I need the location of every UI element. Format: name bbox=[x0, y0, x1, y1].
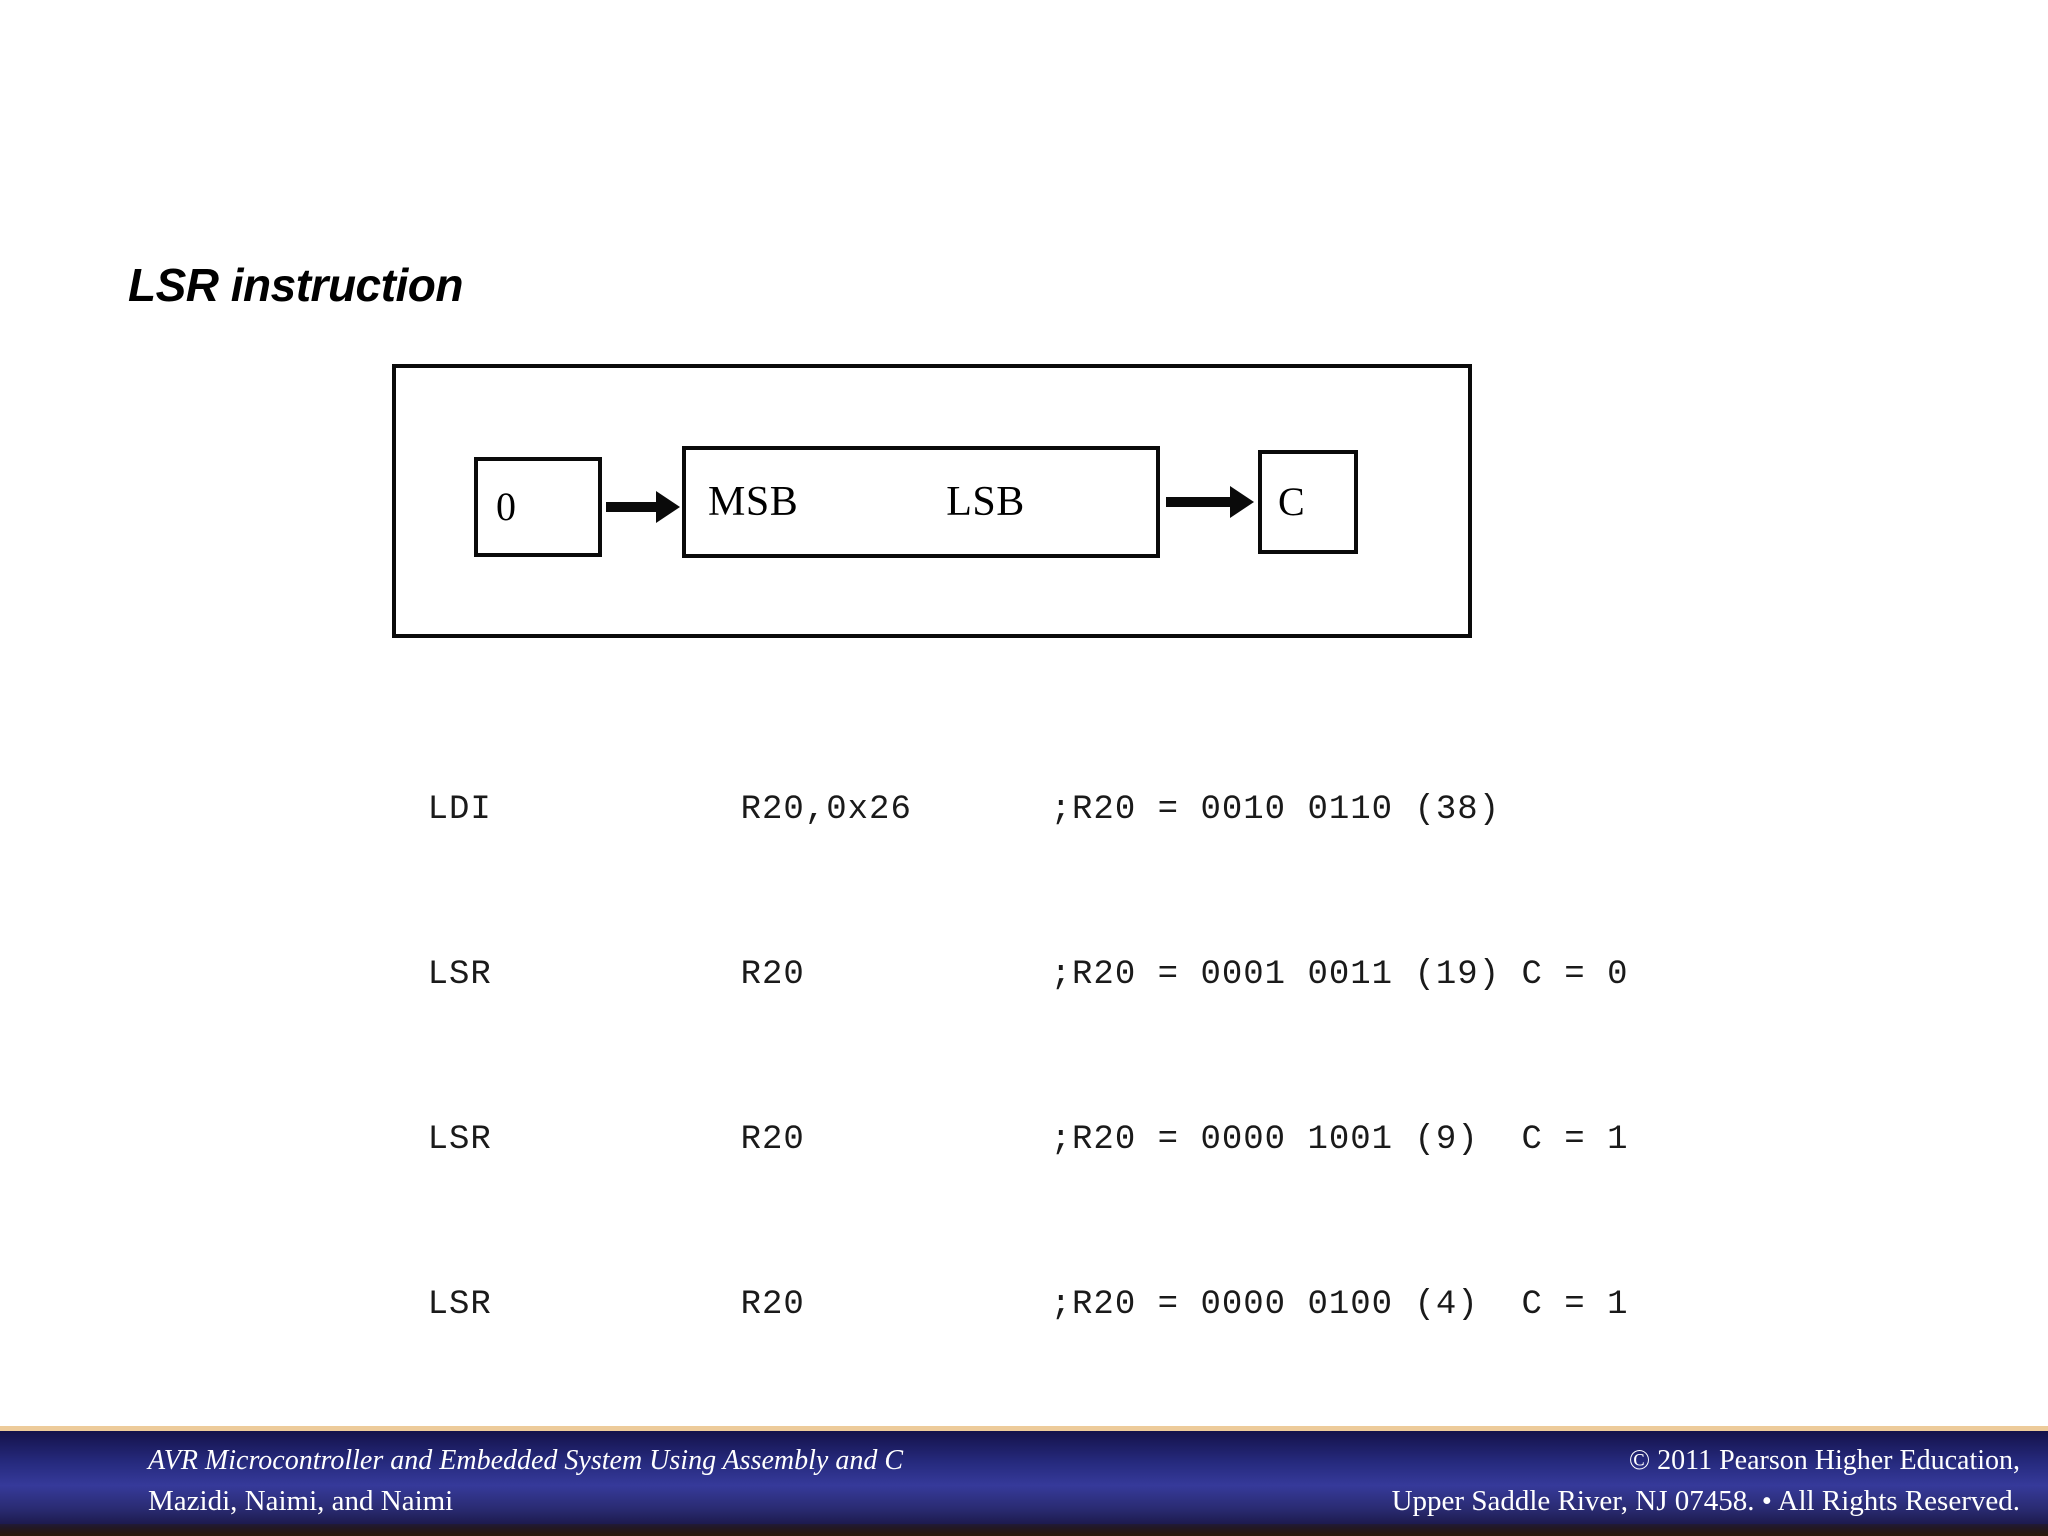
code-operand: R20,0x26 bbox=[740, 791, 912, 829]
footer-book-title: AVR Microcontroller and Embedded System … bbox=[148, 1445, 904, 1476]
footer-copyright: © 2011 Pearson Higher Education, Upper S… bbox=[1392, 1441, 2020, 1521]
footer-book-authors: Mazidi, Naimi, and Naimi bbox=[148, 1485, 454, 1517]
code-mnemonic: LSR bbox=[427, 1121, 492, 1159]
code-operand: R20 bbox=[740, 956, 805, 994]
arrow-right-icon-zero-to-register bbox=[606, 491, 680, 523]
footer-book-credit: AVR Microcontroller and Embedded System … bbox=[148, 1441, 903, 1521]
footer-copyright-line2: Upper Saddle River, NJ 07458. • All Righ… bbox=[1391, 1485, 2020, 1517]
code-comment: ;R20 = 0001 0011 (19) C = 0 bbox=[1050, 956, 1629, 994]
page-title: LSR instruction bbox=[128, 259, 463, 311]
carry-flag-box: C bbox=[1258, 450, 1358, 554]
zero-input-box: 0 bbox=[474, 457, 602, 557]
code-comment: ;R20 = 0000 1001 (9) C = 1 bbox=[1050, 1121, 1629, 1159]
msb-label: MSB bbox=[708, 479, 799, 525]
register-box: MSB LSB bbox=[682, 446, 1160, 558]
code-operand: R20 bbox=[740, 1286, 805, 1324]
arrow-right-icon-register-to-carry bbox=[1166, 486, 1254, 518]
code-mnemonic: LDI bbox=[427, 791, 492, 829]
footer-copyright-line1: © 2011 Pearson Higher Education, bbox=[1628, 1445, 2020, 1476]
code-line: LSR R20 ;R20 = 0001 0011 (19) C = 0 bbox=[342, 893, 1629, 1058]
code-line: LSR R20 ;R20 = 0000 0100 (4) C = 1 bbox=[342, 1223, 1629, 1388]
code-line: LSR R20 ;R20 = 0000 1001 (9) C = 1 bbox=[342, 1058, 1629, 1223]
code-line: LDI R20,0x26 ;R20 = 0010 0110 (38) bbox=[342, 728, 1629, 893]
lsb-label: LSB bbox=[946, 479, 1025, 525]
code-mnemonic: LSR bbox=[427, 956, 492, 994]
carry-flag-label: C bbox=[1278, 479, 1305, 524]
zero-input-label: 0 bbox=[496, 484, 516, 529]
code-mnemonic: LSR bbox=[427, 1286, 492, 1324]
code-comment: ;R20 = 0010 0110 (38) bbox=[1050, 791, 1501, 829]
slide-footer: AVR Microcontroller and Embedded System … bbox=[0, 1426, 2048, 1536]
assembly-code-listing: LDI R20,0x26 ;R20 = 0010 0110 (38) LSR R20;… bbox=[342, 728, 1629, 1388]
code-operand: R20 bbox=[740, 1121, 805, 1159]
code-comment: ;R20 = 0000 0100 (4) C = 1 bbox=[1050, 1286, 1629, 1324]
lsr-shift-diagram: 0 MSB LSB C bbox=[392, 364, 1472, 638]
